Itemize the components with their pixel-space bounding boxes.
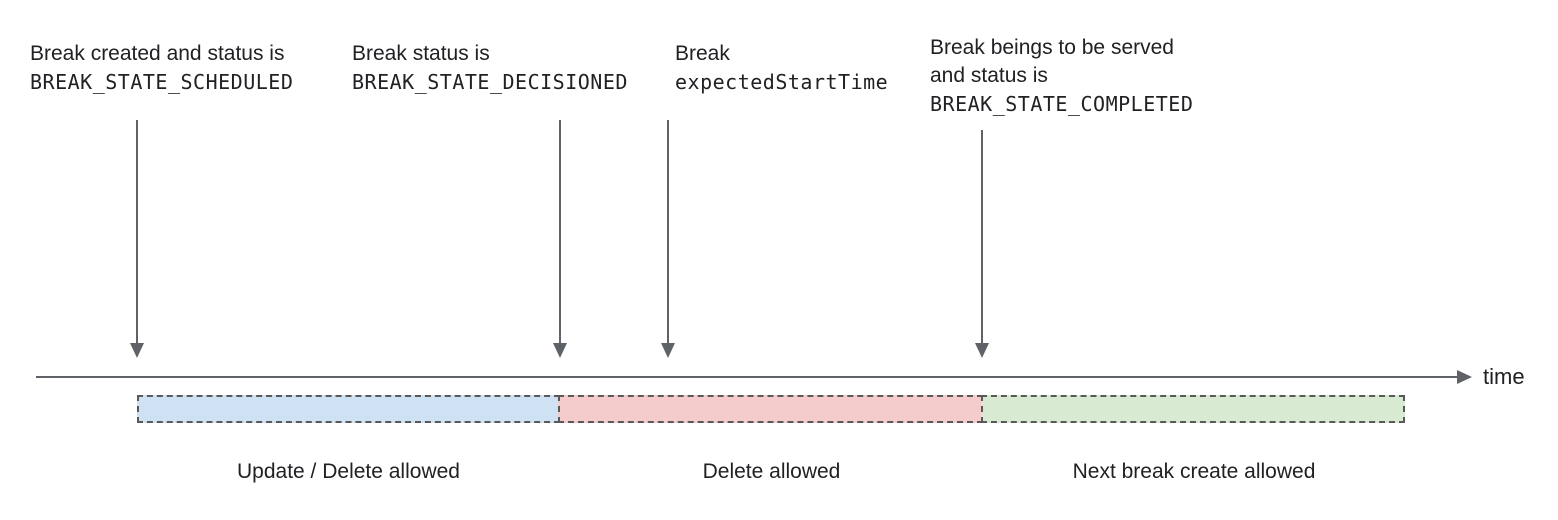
annotation-expected-start-time: Break expectedStartTime xyxy=(675,40,888,96)
segment-label-next-break-create-allowed: Next break create allowed xyxy=(1072,460,1316,483)
annotation-break-decisioned: Break status is BREAK_STATE_DECISIONED xyxy=(352,40,628,96)
segment-delete-allowed xyxy=(558,395,983,423)
arrow-head xyxy=(661,343,675,358)
arrow-expected-start-time-icon xyxy=(661,120,675,358)
arrow-shaft xyxy=(559,120,561,345)
time-axis-line xyxy=(36,376,1458,378)
arrow-head xyxy=(975,343,989,358)
time-axis-arrowhead-icon xyxy=(1457,370,1472,384)
annotation-break-scheduled: Break created and status is BREAK_STATE_… xyxy=(30,40,293,96)
arrow-head xyxy=(553,343,567,358)
annotation-code-break-state-decisioned: BREAK_STATE_DECISIONED xyxy=(352,70,628,94)
annotation-text: Break xyxy=(675,42,730,65)
annotation-break-completed: Break beings to be served and status is … xyxy=(930,34,1193,118)
arrow-decisioned-icon xyxy=(553,120,567,358)
segment-next-break-create-allowed xyxy=(981,395,1405,423)
arrow-shaft xyxy=(667,120,669,345)
annotation-code-break-state-scheduled: BREAK_STATE_SCHEDULED xyxy=(30,70,294,94)
annotation-code-break-state-completed: BREAK_STATE_COMPLETED xyxy=(930,92,1194,116)
segment-label-delete-allowed: Delete allowed xyxy=(702,460,841,483)
arrow-scheduled-icon xyxy=(130,120,144,358)
arrow-head xyxy=(130,343,144,358)
time-axis-label: time xyxy=(1483,364,1525,389)
annotation-text: Break beings to be served xyxy=(930,36,1174,59)
arrow-shaft xyxy=(981,130,983,345)
annotation-code-expected-start-time: expectedStartTime xyxy=(675,70,889,94)
annotation-text: and status is xyxy=(930,64,1048,87)
segment-label-update-delete-allowed: Update / Delete allowed xyxy=(237,460,460,483)
annotation-text: Break created and status is xyxy=(30,42,285,65)
segment-update-delete-allowed xyxy=(137,395,560,423)
arrow-shaft xyxy=(136,120,138,345)
annotation-text: Break status is xyxy=(352,42,490,65)
arrow-completed-icon xyxy=(975,130,989,358)
